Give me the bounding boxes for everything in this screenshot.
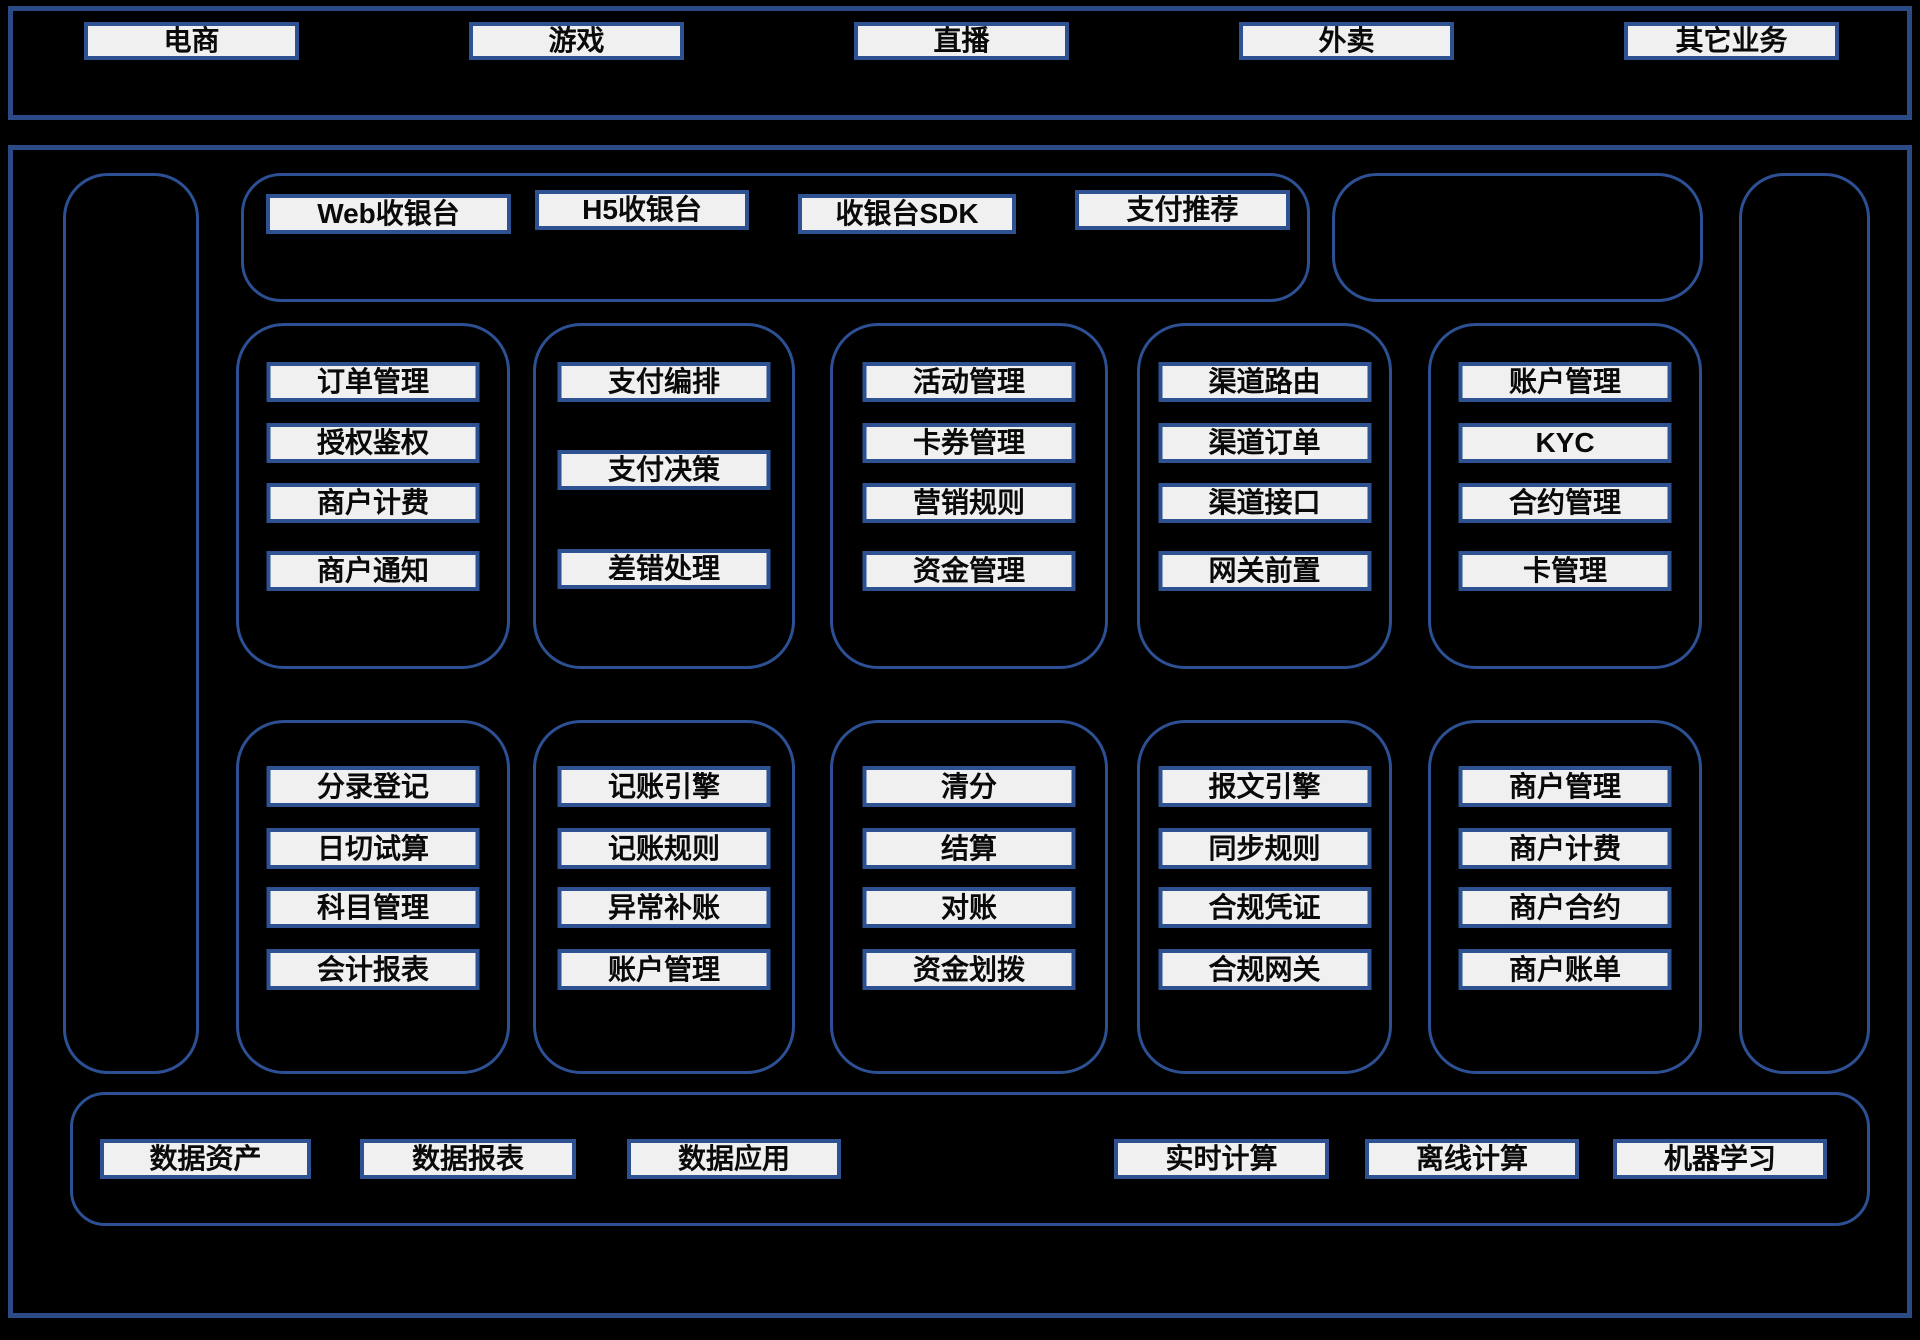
checkout-node-payment-recommend: 支付推荐 <box>1075 190 1290 230</box>
data-node-data-assets: 数据资产 <box>100 1139 311 1179</box>
module-node: 活动管理 <box>862 362 1076 402</box>
data-node-data-reports: 数据报表 <box>360 1139 576 1179</box>
module-node: 会计报表 <box>266 949 480 990</box>
module-node: 渠道订单 <box>1158 423 1371 463</box>
module-node: 卡管理 <box>1458 551 1672 591</box>
module-panel-clearing-settlement: 清分 结算 对账 资金划拨 <box>830 720 1108 1074</box>
module-node: 科目管理 <box>266 887 480 928</box>
module-node: 报文引擎 <box>1158 766 1371 807</box>
data-node-data-applications: 数据应用 <box>627 1139 841 1179</box>
module-panel-payment-orchestration: 支付编排 支付决策 差错处理 <box>533 323 795 669</box>
module-node: 同步规则 <box>1158 828 1371 869</box>
module-node: 账户管理 <box>557 949 771 990</box>
module-node: 对账 <box>862 887 1076 928</box>
checkout-node-h5-cashier: H5收银台 <box>535 190 749 230</box>
checkout-layer-panel: Web收银台 H5收银台 收银台SDK 支付推荐 <box>241 173 1310 302</box>
module-node: 资金管理 <box>862 551 1076 591</box>
module-panel-compliance: 报文引擎 同步规则 合规凭证 合规网关 <box>1137 720 1392 1074</box>
module-node: 渠道路由 <box>1158 362 1371 402</box>
business-node-food-delivery: 外卖 <box>1239 22 1454 60</box>
module-node: 商户账单 <box>1458 949 1672 990</box>
module-node: 网关前置 <box>1158 551 1371 591</box>
module-node: 分录登记 <box>266 766 480 807</box>
module-node: 日切试算 <box>266 828 480 869</box>
module-node: 合规凭证 <box>1158 887 1371 928</box>
data-node-realtime-compute: 实时计算 <box>1114 1139 1329 1179</box>
module-node: 营销规则 <box>862 483 1076 523</box>
module-node: 合规网关 <box>1158 949 1371 990</box>
module-node: 支付编排 <box>557 362 771 402</box>
module-node: 记账引擎 <box>557 766 771 807</box>
module-node: 记账规则 <box>557 828 771 869</box>
business-node-ecommerce: 电商 <box>84 22 299 60</box>
business-node-other-business: 其它业务 <box>1624 22 1839 60</box>
reserved-panel <box>1332 173 1703 302</box>
data-layer-panel: 数据资产 数据报表 数据应用 实时计算 离线计算 机器学习 <box>70 1092 1870 1226</box>
business-node-live-streaming: 直播 <box>854 22 1069 60</box>
module-node: 商户通知 <box>266 551 480 591</box>
module-panel-marketing: 活动管理 卡券管理 营销规则 资金管理 <box>830 323 1108 669</box>
business-layer-band: 电商 游戏 直播 外卖 其它业务 <box>8 6 1912 120</box>
module-panel-account: 账户管理 KYC 合约管理 卡管理 <box>1428 323 1702 669</box>
module-node: 合约管理 <box>1458 483 1672 523</box>
module-node: 商户合约 <box>1458 887 1672 928</box>
module-node: 授权鉴权 <box>266 423 480 463</box>
module-panel-trade-core: 订单管理 授权鉴权 商户计费 商户通知 <box>236 323 510 669</box>
module-node: 资金划拨 <box>862 949 1076 990</box>
left-rail <box>63 173 199 1074</box>
module-node: 异常补账 <box>557 887 771 928</box>
module-node: 账户管理 <box>1458 362 1672 402</box>
module-node: 结算 <box>862 828 1076 869</box>
module-node: 商户管理 <box>1458 766 1672 807</box>
checkout-node-web-cashier: Web收银台 <box>266 194 511 234</box>
module-node: 卡券管理 <box>862 423 1076 463</box>
module-node: 商户计费 <box>266 483 480 523</box>
module-node: 支付决策 <box>557 450 771 490</box>
module-node: 订单管理 <box>266 362 480 402</box>
module-node: 差错处理 <box>557 549 771 589</box>
module-node: KYC <box>1458 423 1672 463</box>
module-node: 清分 <box>862 766 1076 807</box>
module-node: 商户计费 <box>1458 828 1672 869</box>
module-panel-bookkeeping: 记账引擎 记账规则 异常补账 账户管理 <box>533 720 795 1074</box>
checkout-node-cashier-sdk: 收银台SDK <box>798 194 1016 234</box>
platform-band: Web收银台 H5收银台 收银台SDK 支付推荐 订单管理 授权鉴权 商户计费 … <box>8 145 1912 1318</box>
module-panel-channel: 渠道路由 渠道订单 渠道接口 网关前置 <box>1137 323 1392 669</box>
business-node-gaming: 游戏 <box>469 22 684 60</box>
data-node-machine-learning: 机器学习 <box>1613 1139 1827 1179</box>
right-rail <box>1739 173 1870 1074</box>
module-panel-accounting-entry: 分录登记 日切试算 科目管理 会计报表 <box>236 720 510 1074</box>
data-node-offline-compute: 离线计算 <box>1365 1139 1579 1179</box>
module-node: 渠道接口 <box>1158 483 1371 523</box>
module-panel-merchant: 商户管理 商户计费 商户合约 商户账单 <box>1428 720 1702 1074</box>
